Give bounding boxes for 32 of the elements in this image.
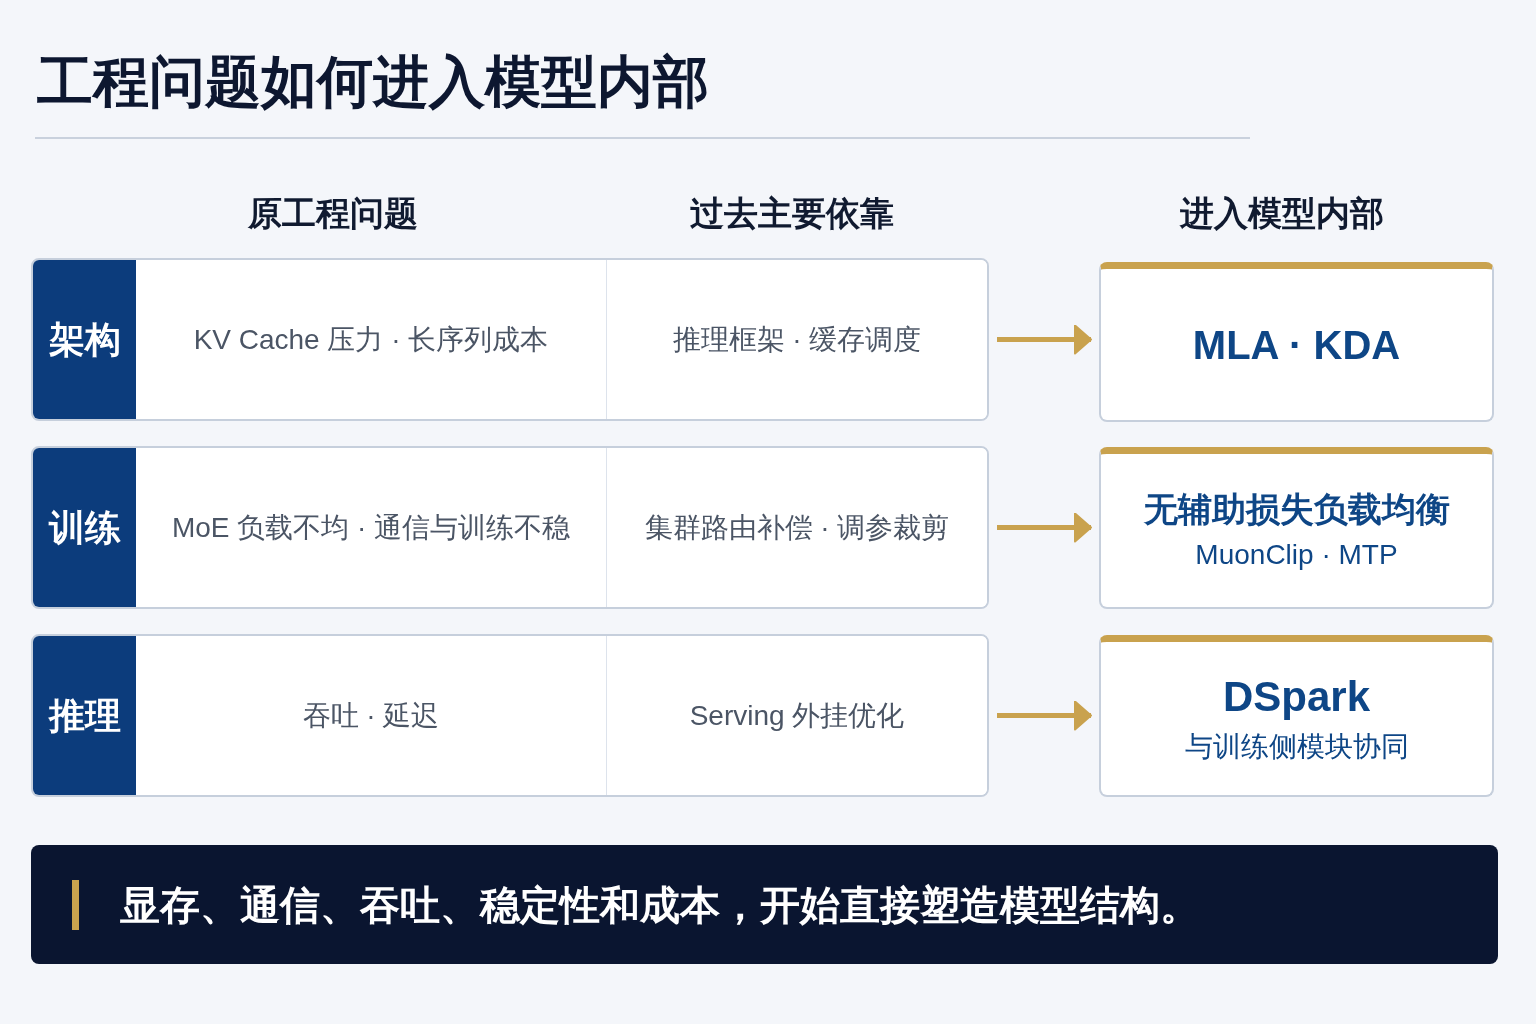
cell-text: KV Cache 压力 · 长序列成本 bbox=[193, 322, 549, 357]
result-heading: 无辅助损失负载均衡 bbox=[1143, 488, 1450, 530]
cell-text: MoE 负载不均 · 通信与训练不稳 bbox=[171, 510, 571, 545]
banner-text: 显存、通信、吞吐、稳定性和成本，开始直接塑造模型结构。 bbox=[120, 881, 1200, 929]
cell-text: 集群路由补偿 · 调参裁剪 bbox=[644, 510, 950, 545]
result-card bbox=[1099, 262, 1494, 422]
result-subtext: MuonClip · MTP bbox=[1195, 537, 1398, 572]
table-cell bbox=[606, 636, 987, 795]
arrow bbox=[997, 324, 1092, 355]
cell-text: 吞吐 · 延迟 bbox=[302, 698, 440, 733]
tab-label: 推理 bbox=[48, 693, 121, 738]
row-card bbox=[31, 446, 989, 609]
row-card bbox=[31, 258, 989, 421]
column-header: 原工程问题 bbox=[248, 193, 418, 234]
arrow bbox=[997, 700, 1092, 731]
column-header: 过去主要依靠 bbox=[690, 193, 894, 234]
result-heading: MLA · KDA bbox=[1192, 321, 1401, 369]
table-cell bbox=[606, 448, 987, 607]
result-card bbox=[1099, 447, 1494, 609]
cell-text: 推理框架 · 缓存调度 bbox=[672, 322, 922, 357]
table-cell bbox=[606, 260, 987, 419]
result-subtext: 与训练侧模块协同 bbox=[1184, 729, 1409, 764]
tab-label: 架构 bbox=[48, 317, 121, 362]
cell-text: Serving 外挂优化 bbox=[689, 698, 905, 733]
column-header: 进入模型内部 bbox=[1180, 193, 1384, 234]
row-card bbox=[31, 634, 989, 797]
tab-label: 训练 bbox=[48, 505, 121, 550]
arrow bbox=[997, 512, 1092, 543]
page-title: 工程问题如何进入模型内部 bbox=[37, 49, 709, 115]
result-heading: DSpark bbox=[1222, 671, 1371, 722]
summary-banner bbox=[31, 845, 1498, 964]
result-card bbox=[1099, 635, 1494, 797]
